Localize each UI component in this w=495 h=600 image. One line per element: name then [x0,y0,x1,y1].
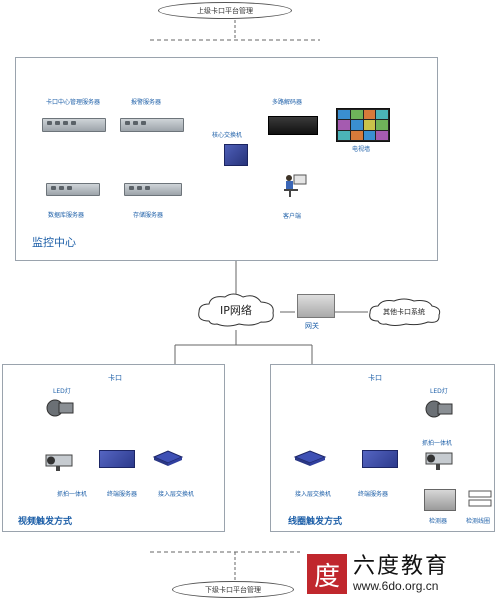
core-switch-icon [224,144,248,166]
other-systems-cloud: 其他卡口系统 [366,298,442,326]
left-access-switch-label: 接入层交换机 [158,491,195,498]
left-camera-icon [44,452,76,472]
coil-icon [468,490,492,508]
right-led-icon [425,399,455,419]
storage-server-icon [124,183,182,196]
left-site-box [2,364,225,532]
left-camera-label: 抓拍一体机 [57,491,88,498]
right-camera-icon [422,450,454,472]
gateway-label: 网关 [305,322,319,330]
right-terminal-server-icon [362,450,398,468]
left-trigger-mode: 视频触发方式 [18,517,73,527]
alarm-server-icon [120,118,184,132]
client-icon [280,172,310,198]
tv-wall-icon [336,108,390,142]
coil-label: 检测线圈 [466,518,491,525]
storage-server-label: 存储服务器 [133,212,164,219]
left-terminal-server-label: 终端服务器 [107,491,138,498]
right-site-box [270,364,495,532]
watermark-logo: 度 六度教育 www.6do.org.cn [307,550,493,598]
watermark-title: 六度教育 [353,554,450,579]
upper-platform-label: 上级卡口平台管理 [197,6,253,15]
gateway-icon [297,294,335,318]
core-switch-label: 核心交换机 [212,132,243,139]
lower-platform-label: 下级卡口平台管理 [205,585,261,594]
lower-platform: 下级卡口平台管理 [172,581,294,598]
watermark-logo-char: 度 [313,561,340,592]
left-led-icon [46,398,76,418]
monitor-center-title: 监控中心 [32,236,76,249]
ip-network-cloud: IP网络 [195,293,277,327]
left-led-label: LED灯 [53,388,71,395]
right-camera-label: 抓拍一体机 [422,440,453,447]
right-site-title: 卡口 [368,374,382,382]
right-terminal-server-label: 终端服务器 [358,491,389,498]
detector-label: 检测器 [429,518,448,525]
detector-icon [424,489,456,511]
right-led-label: LED灯 [430,388,448,395]
watermark-url: www.6do.org.cn [353,579,439,593]
alarm-server-label: 报警服务器 [131,99,162,106]
card-mgmt-server-icon [42,118,106,132]
right-access-switch-icon [293,449,327,467]
database-server-label: 数据库服务器 [48,212,85,219]
upper-platform: 上级卡口平台管理 [158,2,292,19]
other-systems-label: 其他卡口系统 [383,308,425,316]
left-site-title: 卡口 [108,374,122,382]
left-terminal-server-icon [99,450,135,468]
database-server-icon [46,183,100,196]
ip-network-label: IP网络 [220,304,252,317]
right-trigger-mode: 线圈触发方式 [288,517,343,527]
tv-wall-label: 电视墙 [352,146,371,153]
client-label: 客户端 [283,213,302,220]
multi-decoder-icon [268,116,318,135]
left-access-switch-icon [152,449,184,467]
multi-decoder-label: 多路解码器 [272,99,303,106]
right-access-switch-label: 接入层交换机 [295,491,332,498]
card-mgmt-server-label: 卡口中心管理服务器 [46,99,101,106]
watermark-logo-mark: 度 [307,554,347,594]
